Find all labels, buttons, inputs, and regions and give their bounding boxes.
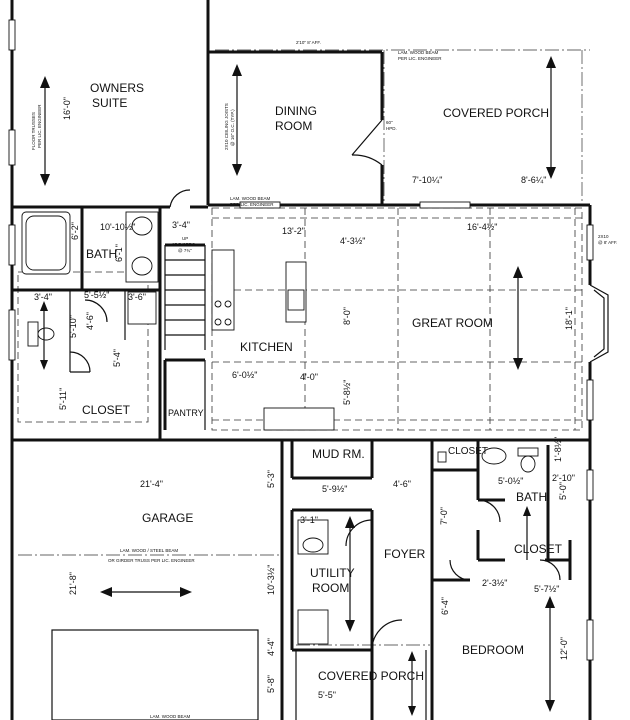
note-risers-1: UP: [182, 236, 188, 241]
dim-12-0: 12'-0": [559, 637, 569, 660]
notes: 2'10" 8' AFF. LAM. WOOD BEAM PER LIC. EN…: [31, 40, 617, 719]
note-joists-2: @ 16" O.C. (TYP.): [230, 109, 235, 146]
label-owners-suite-1: OWNERS: [90, 81, 144, 95]
label-bath-right: BATH: [516, 490, 547, 504]
note-risers-3: @ 7¾": [178, 248, 192, 253]
dim-16-4: 16'-4½": [467, 222, 497, 232]
dim-5-7: 5'-7½": [534, 584, 559, 594]
note-header-right-2: @ 8' AFF.: [598, 240, 617, 245]
note-garage-beam-2: OR GIRDER TRUSS PER LIC. ENGINEER: [108, 558, 195, 563]
note-garage-beam-1: LAM. WOOD / STEEL BEAM: [120, 548, 178, 553]
dim-5-5b: 5'-5": [318, 690, 336, 700]
dim-6-0: 6'-0½": [232, 370, 257, 380]
label-utility-2: ROOM: [312, 581, 349, 595]
dim-3-1: 3'-1": [300, 515, 318, 525]
label-foyer: FOYER: [384, 547, 426, 561]
label-closet-left: CLOSET: [82, 403, 131, 417]
dim-5-11: 5'-11": [58, 388, 68, 410]
room-labels: OWNERS SUITE DINING ROOM COVERED PORCH B…: [82, 81, 563, 683]
note-hpd-1: 60": [386, 120, 393, 125]
dim-21-4: 21'-4": [140, 479, 163, 489]
dim-8-6: 8'-6¼": [521, 175, 546, 185]
dimension-labels: 16'-0" 10'-10½" 3'-4" 13'-2" 4'-3½" 16'-…: [34, 97, 575, 700]
label-covered-porch-bottom: COVERED PORCH: [318, 669, 424, 683]
note-beam-top-1: LAM. WOOD BEAM: [398, 50, 439, 55]
dim-6-2: 6'-2": [70, 222, 80, 240]
dim-4-3: 4'-3½": [340, 236, 365, 246]
label-great-room: GREAT ROOM: [412, 316, 493, 330]
note-beam-top-2: PER LIC. ENGINEER: [398, 56, 442, 61]
dim-5-0-b: 5'-0": [558, 482, 568, 500]
note-joists-1: 2X10 CEILING JOISTS: [224, 103, 229, 150]
dim-21-8: 21'-8": [68, 572, 78, 595]
note-beam-mid-1: LAM. WOOD BEAM: [230, 196, 271, 201]
label-dining-1: DINING: [275, 104, 317, 118]
label-owners-suite-2: SUITE: [92, 96, 127, 110]
label-covered-porch-top: COVERED PORCH: [443, 106, 549, 120]
dim-4-6-a: 4'-6": [85, 312, 95, 330]
dim-7-0: 7'-0": [439, 507, 449, 525]
dim-3-6: 3'-6": [128, 292, 146, 302]
dim-owners-depth: 16'-0": [62, 97, 72, 120]
label-utility-1: UTILITY: [310, 566, 355, 580]
span-arrows: [40, 56, 556, 716]
label-closet-right-top: CLOSET: [448, 446, 488, 457]
label-mud-rm: MUD RM.: [312, 447, 365, 461]
note-ceiling-top: 2'10" 8' AFF.: [296, 40, 321, 45]
dim-4-0: 4'-0": [300, 372, 318, 382]
dim-5-10: 5'-10": [68, 315, 78, 338]
label-dining-2: ROOM: [275, 119, 312, 133]
label-closet-right: CLOSET: [514, 542, 563, 556]
note-floor-trusses-1: FLOOR TRUSSES: [31, 112, 36, 150]
walls: [10, 0, 609, 720]
note-floor-trusses-2: PER LIC. ENGINEER: [37, 104, 42, 148]
dim-7-10: 7'-10¼": [412, 175, 442, 185]
dim-18-1: 18'-1": [564, 307, 574, 330]
note-bottom-beam: LAM. WOOD BEAM: [150, 714, 191, 719]
stairs: [165, 259, 205, 336]
note-header-right-1: 2X10: [598, 234, 609, 239]
fixtures: [21, 211, 539, 720]
dim-5-8: 5'-8½": [342, 380, 352, 405]
dim-4-4: 4'-4": [266, 638, 276, 656]
note-hpd-2: HPD.: [386, 126, 397, 131]
label-kitchen: KITCHEN: [240, 340, 293, 354]
dim-1-8: 1'-8½": [553, 437, 563, 462]
dim-4-6-b: 4'-6": [393, 479, 411, 489]
dim-5-3: 5'-3": [266, 470, 276, 488]
dim-2-10: 2'-10": [552, 473, 575, 483]
ceiling-grid: [17, 49, 590, 710]
dim-5-9: 5'-9½": [322, 484, 347, 494]
dim-10-10: 10'-10½": [100, 222, 135, 232]
dim-6-4: 6'-4": [440, 597, 450, 615]
dim-6-1: 6'-1": [114, 244, 124, 262]
dim-2-3: 2'-3½": [482, 578, 507, 588]
dim-3-4-b: 3'-4": [34, 292, 52, 302]
dim-3-4-a: 3'-4": [172, 220, 190, 230]
label-pantry: PANTRY: [168, 408, 204, 418]
dim-8-0: 8'-0": [342, 307, 352, 325]
note-risers-2: 17 RISERS: [172, 242, 195, 247]
note-beam-mid-2: PER LIC. ENGINEER: [230, 202, 274, 207]
label-garage: GARAGE: [142, 511, 193, 525]
windows: [8, 19, 594, 661]
label-bath-left: BATH: [86, 247, 117, 261]
dim-10-3: 10'-3½": [266, 565, 276, 595]
dim-5-8b: 5'-8": [266, 675, 276, 693]
dim-5-5: 5'-5½": [84, 290, 109, 300]
dim-5-4: 5'-4": [112, 349, 122, 367]
doors: [69, 119, 561, 651]
dim-13-2: 13'-2": [282, 226, 305, 236]
dim-5-0-a: 5'-0½": [498, 476, 523, 486]
label-bedroom: BEDROOM: [462, 643, 524, 657]
